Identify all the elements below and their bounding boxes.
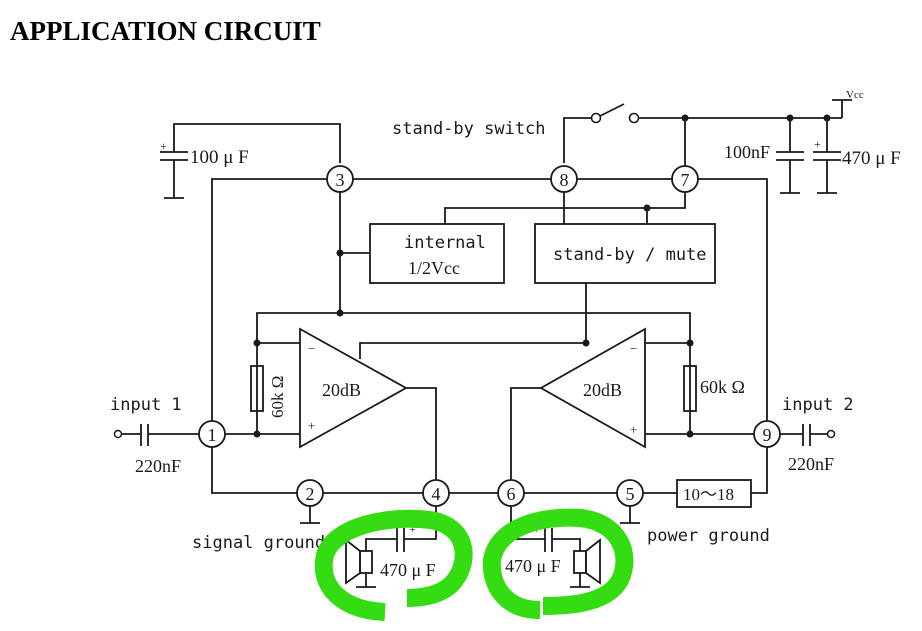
cap-out-left-label: 470 μ F (380, 560, 436, 580)
output-left: + 470 μ F (345, 506, 437, 588)
minus-sign: − (308, 341, 315, 356)
amplifier-right: − + 20dB (539, 327, 646, 449)
speaker-left-icon (359, 550, 373, 574)
cap-vcc-470uf-label: 470 μ F (842, 148, 901, 169)
amp-right-gain: 20dB (583, 380, 622, 400)
amplifier-left: − + 20dB (299, 327, 408, 449)
internal-half-vcc-block: internal 1/2Vcc (369, 223, 505, 284)
output-right: + 470 μ F (505, 506, 601, 588)
resistor-right-label: 60k Ω (700, 377, 745, 397)
minus-sign: − (630, 341, 637, 356)
speaker-left-cone (345, 538, 361, 585)
input-2-label: input 2 (782, 395, 854, 415)
power-ground-label: power ground (647, 526, 770, 546)
polarity-plus: + (814, 137, 821, 151)
pin-number: 9 (763, 425, 772, 445)
input-1-label: input 1 (110, 395, 182, 415)
pin-2: 2 (296, 479, 324, 507)
capacitor-100nf: 100nF (724, 114, 804, 194)
pin-7: 7 (671, 165, 699, 193)
standby-mute-label: stand-by / mute (553, 245, 707, 265)
half-vcc-label: 1/2Vcc (408, 258, 460, 278)
pin-number: 5 (626, 484, 635, 504)
signal-ground-label: signal ground (192, 533, 325, 553)
plus-sign: + (308, 418, 315, 433)
pin-8: 8 (550, 165, 578, 193)
cap-input2-label: 220nF (788, 454, 834, 474)
speaker-right-icon (573, 550, 587, 574)
pin-5: 5 (616, 479, 644, 507)
resistor-10-18: 10～18 (676, 479, 752, 508)
pin-number: 3 (336, 170, 345, 190)
standby-switch[interactable] (563, 103, 842, 163)
standby-switch-label: stand-by switch (392, 119, 546, 139)
highlight-left (314, 509, 473, 621)
internal-label: internal (404, 233, 486, 253)
resistor-left-label: 60k Ω (268, 376, 287, 418)
capacitor-100uf: + 100 μ F (160, 123, 341, 199)
standby-mute-block: stand-by / mute (534, 223, 716, 284)
vcc-label: Vcc (846, 89, 864, 101)
page-title: APPLICATION CIRCUIT (10, 16, 321, 46)
input-1[interactable] (113, 424, 200, 446)
pin-4: 4 (422, 479, 450, 507)
pin-number: 8 (560, 170, 569, 190)
amp-left-gain: 20dB (322, 380, 361, 400)
pin-6: 6 (497, 479, 525, 507)
pin-9: 9 (753, 420, 781, 448)
pin-number: 4 (432, 484, 441, 504)
pin-number: 2 (306, 484, 315, 504)
pin-number: 7 (681, 170, 690, 190)
plus-sign: + (630, 422, 637, 437)
capacitor-470uf-vcc: + 470 μ F (813, 114, 901, 194)
cap-input1-label: 220nF (135, 456, 181, 476)
pin-1: 1 (198, 420, 226, 448)
pin-number: 6 (507, 484, 516, 504)
highlight-right (482, 508, 634, 619)
resistor-pin5-label: 10～18 (683, 485, 734, 504)
pin-number: 1 (208, 425, 217, 445)
pin-3: 3 (326, 165, 354, 193)
cap-vcc-100nf-label: 100nF (724, 142, 770, 162)
polarity-plus: + (409, 522, 416, 536)
cap-pin3-label: 100 μ F (190, 147, 249, 168)
polarity-plus: + (160, 139, 167, 153)
speaker-right-cone (585, 538, 601, 585)
input-2[interactable] (780, 424, 836, 446)
cap-out-right-label: 470 μ F (505, 556, 561, 576)
